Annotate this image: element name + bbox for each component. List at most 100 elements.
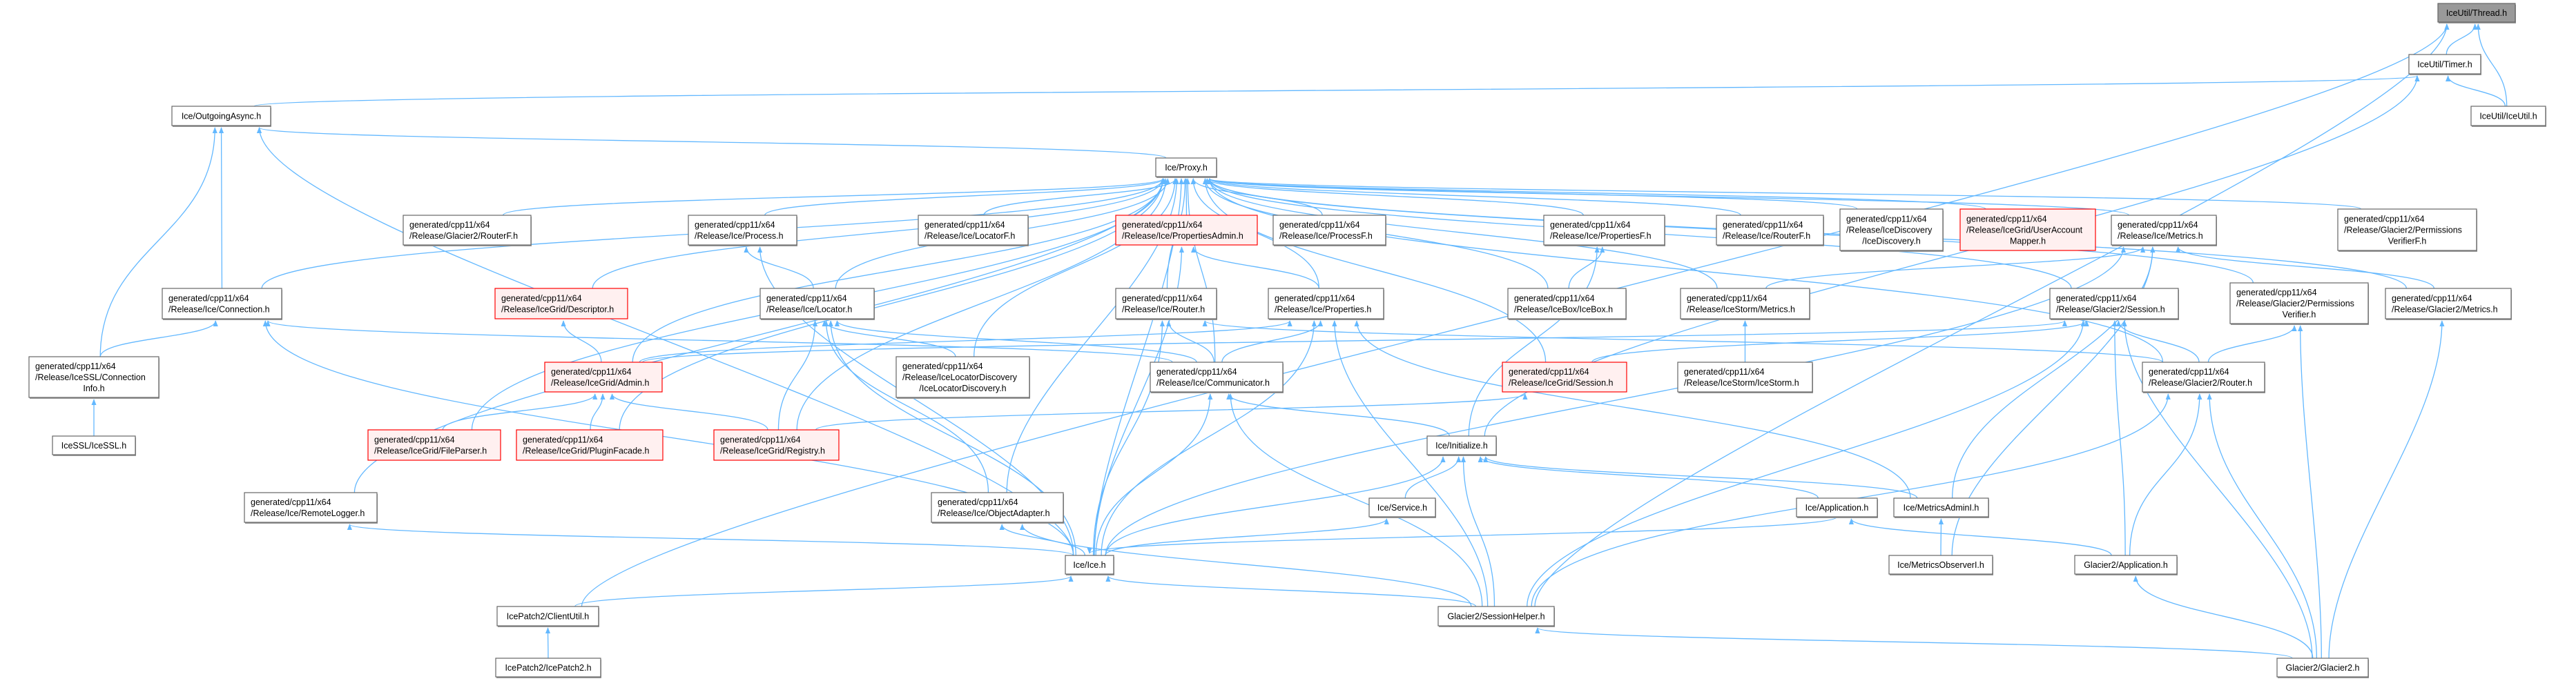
node-thread[interactable]: IceUtil/Thread.h (2437, 3, 2516, 23)
node-box[interactable] (2229, 282, 2369, 324)
node-g2metrics[interactable]: generated/cpp11/x64/Release/Glacier2/Met… (2385, 288, 2512, 320)
node-proxy[interactable]: Ice/Proxy.h (1155, 157, 1217, 178)
node-glacier2[interactable]: Glacier2/Glacier2.h (2276, 658, 2369, 678)
node-box[interactable] (1507, 288, 1627, 319)
node-process[interactable]: generated/cpp11/x64/Release/Ice/Process.… (688, 215, 797, 246)
node-initialize[interactable]: Ice/Initialize.h (1426, 435, 1497, 456)
node-box[interactable] (1115, 288, 1217, 319)
node-box[interactable] (516, 429, 664, 461)
node-icessl[interactable]: IceSSL/IceSSL.h (52, 435, 136, 456)
node-box[interactable] (1680, 288, 1810, 319)
node-g2session[interactable]: generated/cpp11/x64/Release/Glacier2/Ses… (2049, 288, 2179, 320)
node-icerouterf[interactable]: generated/cpp11/x64/Release/Ice/RouterF.… (1716, 215, 1824, 246)
node-icestorm[interactable]: generated/cpp11/x64/Release/IceStorm/Ice… (1677, 362, 1813, 393)
node-box[interactable] (895, 356, 1030, 398)
node-box[interactable] (2111, 215, 2217, 246)
node-icerouter[interactable]: generated/cpp11/x64/Release/Ice/Router.h (1115, 288, 1217, 320)
node-box[interactable] (918, 215, 1029, 246)
node-box[interactable] (171, 106, 271, 126)
node-box[interactable] (2408, 54, 2481, 75)
node-metricsobserveri[interactable]: Ice/MetricsObserverI.h (1888, 555, 1993, 575)
node-box[interactable] (496, 606, 599, 626)
node-icediscovery[interactable]: generated/cpp11/x64/Release/IceDiscovery… (1839, 208, 1944, 252)
node-box[interactable] (1155, 157, 1217, 177)
node-service[interactable]: Ice/Service.h (1368, 497, 1436, 518)
node-propertiesadmin[interactable]: generated/cpp11/x64/Release/Ice/Properti… (1115, 215, 1258, 246)
node-box[interactable] (367, 429, 501, 461)
node-box[interactable] (1959, 208, 2096, 251)
node-box[interactable] (403, 215, 532, 246)
node-metricsadmini[interactable]: Ice/MetricsAdminI.h (1893, 497, 1989, 518)
node-box[interactable] (931, 492, 1064, 523)
node-connection[interactable]: generated/cpp11/x64/Release/Ice/Connecti… (162, 288, 282, 320)
node-icegridsession[interactable]: generated/cpp11/x64/Release/IceGrid/Sess… (1502, 362, 1627, 393)
node-icelocatordiscovery[interactable]: generated/cpp11/x64/Release/IceLocatorDi… (895, 356, 1030, 399)
node-box[interactable] (495, 658, 601, 678)
node-metrics[interactable]: generated/cpp11/x64/Release/Ice/Metrics.… (2111, 215, 2217, 246)
node-box[interactable] (713, 429, 840, 461)
node-clientutil[interactable]: IcePatch2/ClientUtil.h (496, 606, 599, 627)
node-outgoingasync[interactable]: Ice/OutgoingAsync.h (171, 106, 271, 127)
node-box[interactable] (1115, 215, 1258, 246)
node-box[interactable] (1502, 362, 1627, 393)
node-box[interactable] (1893, 497, 1989, 517)
node-sessionhelper[interactable]: Glacier2/SessionHelper.h (1437, 606, 1555, 627)
node-box[interactable] (1716, 215, 1824, 246)
node-box[interactable] (1888, 555, 1993, 575)
node-g2router[interactable]: generated/cpp11/x64/Release/Glacier2/Rou… (2142, 362, 2265, 393)
node-fileparser[interactable]: generated/cpp11/x64/Release/IceGrid/File… (367, 429, 501, 461)
node-box[interactable] (2337, 208, 2477, 251)
node-box[interactable] (2074, 555, 2178, 575)
node-box[interactable] (544, 362, 663, 393)
node-properties[interactable]: generated/cpp11/x64/Release/Ice/Properti… (1268, 288, 1384, 320)
node-box[interactable] (1268, 288, 1384, 319)
node-box[interactable] (1368, 497, 1436, 517)
node-g2application[interactable]: Glacier2/Application.h (2074, 555, 2178, 575)
node-box[interactable] (1065, 555, 1114, 575)
node-remotelogger[interactable]: generated/cpp11/x64/Release/Ice/RemoteLo… (244, 492, 378, 524)
node-registry[interactable]: generated/cpp11/x64/Release/IceGrid/Regi… (713, 429, 840, 461)
node-pluginfacade[interactable]: generated/cpp11/x64/Release/IceGrid/Plug… (516, 429, 664, 461)
node-box[interactable] (1437, 606, 1555, 626)
node-box[interactable] (1677, 362, 1813, 393)
node-g2routerf[interactable]: generated/cpp11/x64/Release/Glacier2/Rou… (403, 215, 532, 246)
node-box[interactable] (2049, 288, 2179, 319)
node-icepatch2[interactable]: IcePatch2/IcePatch2.h (495, 658, 601, 678)
node-box[interactable] (52, 435, 136, 455)
node-permverifier[interactable]: generated/cpp11/x64/Release/Glacier2/Per… (2229, 282, 2369, 325)
node-box[interactable] (2437, 3, 2516, 23)
node-box[interactable] (1796, 497, 1878, 517)
node-box[interactable] (1272, 215, 1386, 246)
node-box[interactable] (2470, 106, 2546, 126)
node-useraccountmapper[interactable]: generated/cpp11/x64/Release/IceGrid/User… (1959, 208, 2096, 251)
node-box[interactable] (28, 356, 159, 398)
node-icestormmetrics[interactable]: generated/cpp11/x64/Release/IceStorm/Met… (1680, 288, 1810, 320)
node-objectadapter[interactable]: generated/cpp11/x64/Release/Ice/ObjectAd… (931, 492, 1064, 524)
node-admin[interactable]: generated/cpp11/x64/Release/IceGrid/Admi… (544, 362, 663, 393)
node-permverifierf[interactable]: generated/cpp11/x64/Release/Glacier2/Per… (2337, 208, 2477, 252)
node-iceutil[interactable]: IceUtil/IceUtil.h (2470, 106, 2546, 127)
node-descriptor[interactable]: generated/cpp11/x64/Release/IceGrid/Desc… (494, 288, 628, 319)
node-box[interactable] (2276, 658, 2369, 678)
node-processf[interactable]: generated/cpp11/x64/Release/Ice/ProcessF… (1272, 215, 1386, 246)
node-icebox[interactable]: generated/cpp11/x64/Release/IceBox/IceBo… (1507, 288, 1627, 320)
node-box[interactable] (1426, 435, 1497, 455)
node-box[interactable] (162, 288, 282, 319)
node-box[interactable] (1150, 362, 1284, 393)
node-box[interactable] (1543, 215, 1665, 246)
node-box[interactable] (244, 492, 378, 523)
node-box[interactable] (2385, 288, 2512, 319)
node-conninfo[interactable]: generated/cpp11/x64/Release/IceSSL/Conne… (28, 356, 159, 399)
node-ice[interactable]: Ice/Ice.h (1065, 555, 1114, 575)
node-box[interactable] (494, 288, 628, 319)
node-locatorf[interactable]: generated/cpp11/x64/Release/Ice/LocatorF… (918, 215, 1029, 246)
node-box[interactable] (688, 215, 797, 246)
node-timer[interactable]: IceUtil/Timer.h (2408, 54, 2481, 75)
node-locator[interactable]: generated/cpp11/x64/Release/Ice/Locator.… (759, 288, 875, 320)
node-box[interactable] (1839, 208, 1944, 251)
node-box[interactable] (759, 288, 875, 319)
node-propertiesf[interactable]: generated/cpp11/x64/Release/Ice/Properti… (1543, 215, 1665, 246)
node-communicator[interactable]: generated/cpp11/x64/Release/Ice/Communic… (1150, 362, 1284, 393)
node-box[interactable] (2142, 362, 2265, 393)
node-application[interactable]: Ice/Application.h (1796, 497, 1878, 518)
